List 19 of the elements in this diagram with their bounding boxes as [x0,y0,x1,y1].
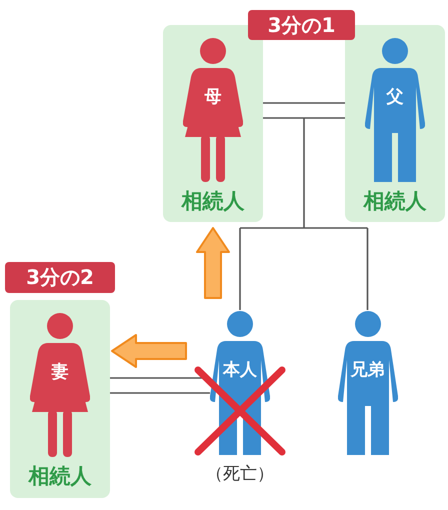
heir-label: 相続人 [27,463,92,490]
figure-label: 兄弟 [350,359,384,381]
block-arrow [196,227,230,299]
heir-card [10,300,110,498]
marriage-line [262,102,346,119]
connector-line [239,117,368,311]
figure-label: 妻 [52,361,68,383]
heir-card [163,25,263,222]
heir-label: 相続人 [180,188,246,215]
heir-card [345,25,445,222]
block-arrow [111,334,187,368]
share-badge: 3分の2 [5,262,115,293]
share-badge: 3分の1 [248,10,355,40]
status-note: （死亡） [205,463,275,485]
marriage-line [109,377,211,394]
figure-label: 本人 [223,359,257,381]
figure-label: 父 [386,86,404,108]
heir-label: 相続人 [362,188,428,215]
figure-label: 母 [204,86,222,108]
